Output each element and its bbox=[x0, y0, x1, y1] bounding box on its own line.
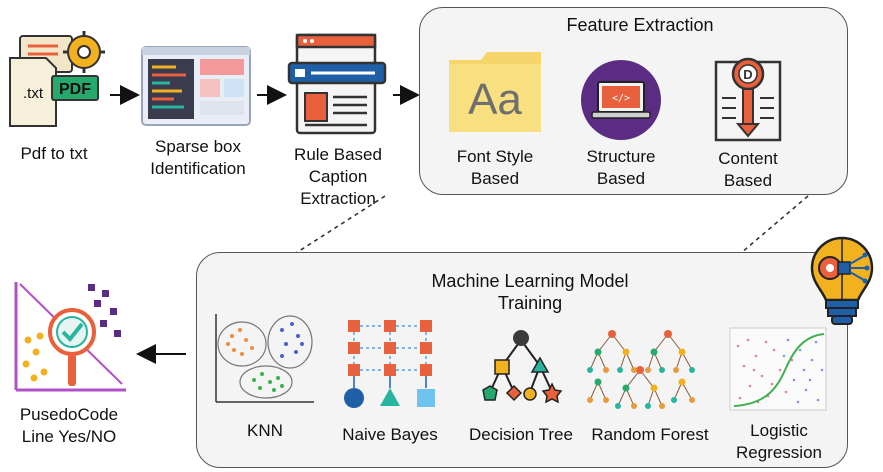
pdf-to-txt-label: Pdf to txt bbox=[20, 144, 88, 163]
knn-icon bbox=[215, 314, 314, 403]
structure-label-line2: Based bbox=[596, 169, 646, 188]
logistic-label-line2: Regression bbox=[736, 443, 822, 462]
decision-tree-icon bbox=[482, 330, 563, 404]
rule-based-label-line3: Extraction bbox=[300, 189, 376, 208]
logistic-regression-icon bbox=[729, 327, 827, 411]
font-style-glyph: Aa bbox=[468, 75, 522, 124]
txt-tag: .txt bbox=[23, 85, 44, 102]
sparse-box-label-line2: Identification bbox=[150, 159, 246, 178]
random-forest-label: Random Forest bbox=[591, 425, 709, 444]
content-label-line2: Based bbox=[723, 171, 773, 190]
content-icon: D bbox=[714, 57, 782, 142]
pdf-to-txt-icon: PDF .txt bbox=[9, 31, 105, 127]
rule-based-label-line1: Rule Based bbox=[294, 145, 382, 164]
dashed-left-link bbox=[295, 195, 386, 254]
content-label-line1: Content bbox=[718, 149, 778, 168]
font-style-label-line1: Font Style bbox=[456, 147, 534, 166]
pseudocode-classification-icon bbox=[14, 282, 126, 392]
naive-bayes-icon bbox=[344, 320, 435, 408]
random-forest-icon bbox=[587, 330, 695, 409]
feature-extraction-title: Feature Extraction bbox=[566, 15, 714, 35]
caption-extraction-icon bbox=[287, 33, 387, 135]
ml-training-title-line2: Training bbox=[497, 293, 563, 313]
svg-text:</>: </> bbox=[612, 93, 630, 104]
decision-tree-label: Decision Tree bbox=[469, 425, 573, 444]
ml-training-title-line1: Machine Learning Model bbox=[431, 271, 629, 291]
knn-label: KNN bbox=[247, 421, 283, 440]
font-style-label-line2: Based bbox=[470, 169, 520, 188]
sparse-box-label-line1: Sparse box bbox=[155, 137, 241, 156]
structure-icon: </> bbox=[581, 60, 661, 140]
naive-bayes-label: Naive Bayes bbox=[342, 425, 438, 444]
pdf-tag: PDF bbox=[59, 81, 91, 98]
output-label-line1: PusedoCode bbox=[19, 405, 119, 424]
structure-label-line1: Structure bbox=[586, 147, 656, 166]
dashed-right-link bbox=[740, 195, 809, 254]
content-glyph: D bbox=[743, 67, 752, 82]
output-label-line2: Line Yes/NO bbox=[21, 427, 117, 446]
font-style-icon: Aa bbox=[449, 52, 541, 132]
ai-lightbulb-icon bbox=[810, 236, 874, 325]
rule-based-label-line2: Caption bbox=[308, 167, 368, 186]
sparse-box-icon bbox=[141, 46, 251, 126]
logistic-label-line1: Logistic bbox=[750, 421, 808, 440]
